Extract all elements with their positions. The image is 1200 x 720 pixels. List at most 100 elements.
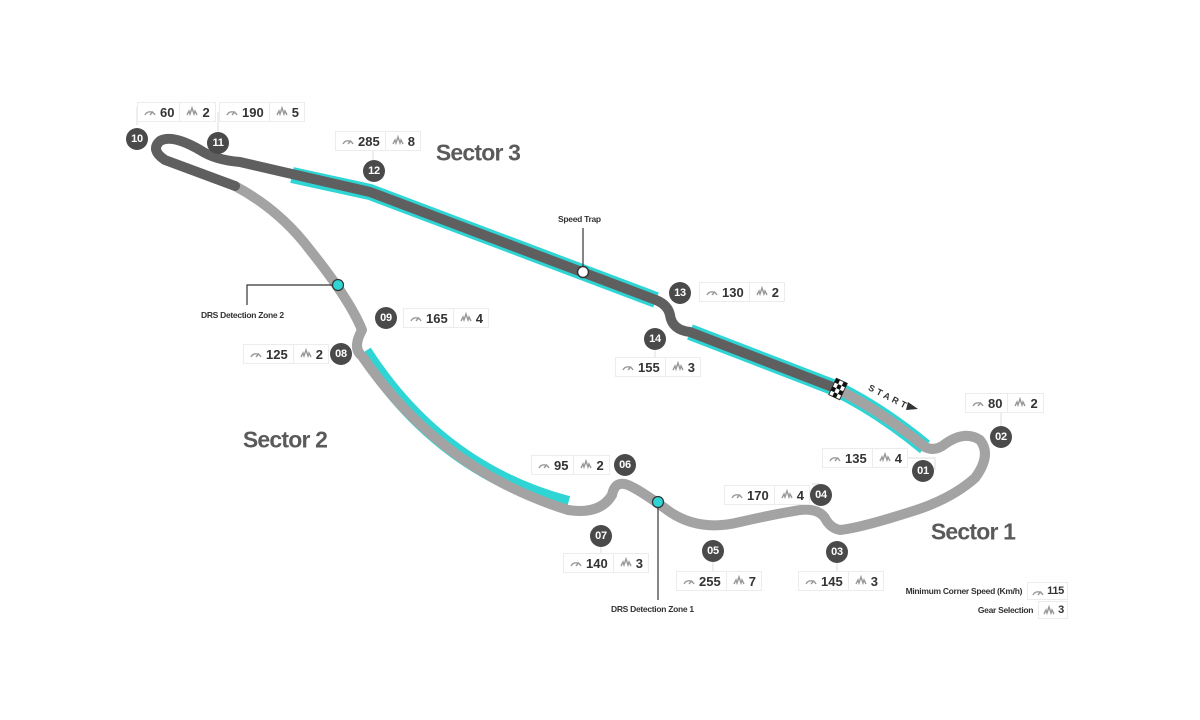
start-arrow-icon: [906, 402, 918, 410]
speedometer-icon: [569, 556, 583, 571]
corner-info-07: 140 3: [563, 553, 649, 573]
corner-speed-value: 80: [988, 395, 1003, 411]
corner-gear-value: 3: [687, 359, 695, 375]
legend-speed-value: 115: [1047, 585, 1064, 597]
gear-icon: [671, 360, 685, 375]
sector-2-label: Sector 2: [242, 426, 328, 453]
speedometer-icon: [804, 574, 818, 589]
chequered-flag-icon: [828, 377, 848, 401]
legend-gear-label: Gear Selection: [977, 605, 1034, 615]
turn-badge-13: 13: [669, 282, 691, 304]
speedometer-icon: [225, 105, 239, 120]
speedometer-icon: [828, 451, 842, 466]
corner-speed: 145: [798, 571, 849, 591]
corner-info-10: 60 2: [137, 102, 216, 122]
gear-icon: [878, 451, 892, 466]
speedometer-icon: [409, 311, 423, 326]
drs-detection-zone-1-marker: [651, 495, 665, 509]
corner-gear-value: 2: [771, 284, 779, 300]
corner-gear: 4: [774, 485, 810, 505]
corner-gear-value: 4: [475, 310, 483, 326]
speed-trap-label: Speed Trap: [558, 214, 601, 224]
corner-gear: 7: [726, 571, 762, 591]
corner-info-13: 130 2: [699, 282, 785, 302]
legend-gear-value: 3: [1058, 604, 1064, 616]
speedometer-icon: [730, 488, 744, 503]
corner-gear: 3: [665, 357, 701, 377]
corner-speed: 130: [699, 282, 750, 302]
gear-icon: [1043, 604, 1055, 616]
corner-speed: 155: [615, 357, 666, 377]
gear-icon: [732, 574, 746, 589]
gear-icon: [579, 458, 593, 473]
corner-gear: 2: [1008, 393, 1044, 413]
corner-speed-value: 170: [747, 487, 769, 503]
speedometer-icon: [1032, 591, 1044, 596]
corner-gear-value: 2: [1030, 395, 1038, 411]
drs-zone-back-straight: [357, 347, 571, 512]
corner-gear-value: 3: [870, 573, 878, 589]
gear-icon: [275, 105, 289, 120]
corner-speed-value: 60: [160, 104, 175, 120]
gear-icon: [391, 134, 405, 149]
corner-gear-value: 7: [748, 573, 756, 589]
corner-speed: 135: [822, 448, 873, 468]
track-sector-3: [151, 133, 840, 393]
turn-badge-08: 08: [330, 343, 352, 365]
corner-speed-value: 140: [586, 555, 608, 571]
legend-speed: Minimum Corner Speed (Km/h) 115: [906, 582, 1068, 600]
corner-gear-value: 5: [291, 104, 299, 120]
legend-speed-label: Minimum Corner Speed (Km/h): [905, 586, 1023, 596]
turn-badge-07: 07: [590, 525, 612, 547]
turn-badge-06: 06: [614, 454, 636, 476]
gear-icon: [619, 556, 633, 571]
turn-badge-11: 11: [207, 132, 229, 154]
corner-info-05: 255 7: [676, 571, 762, 591]
turn-badge-05: 05: [702, 540, 724, 562]
speedometer-icon: [249, 347, 263, 362]
corner-speed-value: 190: [242, 104, 264, 120]
corner-gear: 2: [574, 455, 610, 475]
speedometer-icon: [341, 134, 355, 149]
turn-badge-04: 04: [810, 484, 832, 506]
gear-icon: [1013, 396, 1027, 411]
corner-info-02: 80 2: [965, 393, 1044, 413]
corner-gear-value: 2: [596, 457, 604, 473]
corner-gear: 4: [872, 448, 908, 468]
turn-badge-14: 14: [644, 328, 666, 350]
turn-badge-02: 02: [990, 426, 1012, 448]
gear-icon: [459, 311, 473, 326]
turn-badge-12: 12: [363, 160, 385, 182]
corner-gear: 2: [749, 282, 785, 302]
corner-speed: 255: [676, 571, 727, 591]
turn-badge-09: 09: [375, 307, 397, 329]
corner-speed-value: 165: [426, 310, 448, 326]
sector-1-label: Sector 1: [930, 518, 1016, 545]
drs-detection-zone-2-marker: [331, 278, 345, 292]
drs-zone-2-label: DRS Detection Zone 2: [201, 310, 284, 320]
corner-gear-value: 4: [796, 487, 804, 503]
corner-gear-value: 3: [635, 555, 643, 571]
legend-speed-value-box: 115: [1027, 582, 1068, 600]
gear-icon: [185, 105, 199, 120]
speedometer-icon: [621, 360, 635, 375]
corner-speed-value: 255: [699, 573, 721, 589]
gear-icon: [755, 285, 769, 300]
corner-gear: 5: [269, 102, 305, 122]
corner-speed-value: 130: [722, 284, 744, 300]
speed-trap-marker: [576, 265, 590, 279]
corner-gear: 3: [613, 553, 649, 573]
corner-speed: 80: [965, 393, 1009, 413]
corner-gear: 2: [180, 102, 216, 122]
corner-gear: 3: [848, 571, 884, 591]
turn-badge-03: 03: [826, 541, 848, 563]
sector-3-label: Sector 3: [435, 139, 521, 166]
corner-gear: 4: [453, 308, 489, 328]
